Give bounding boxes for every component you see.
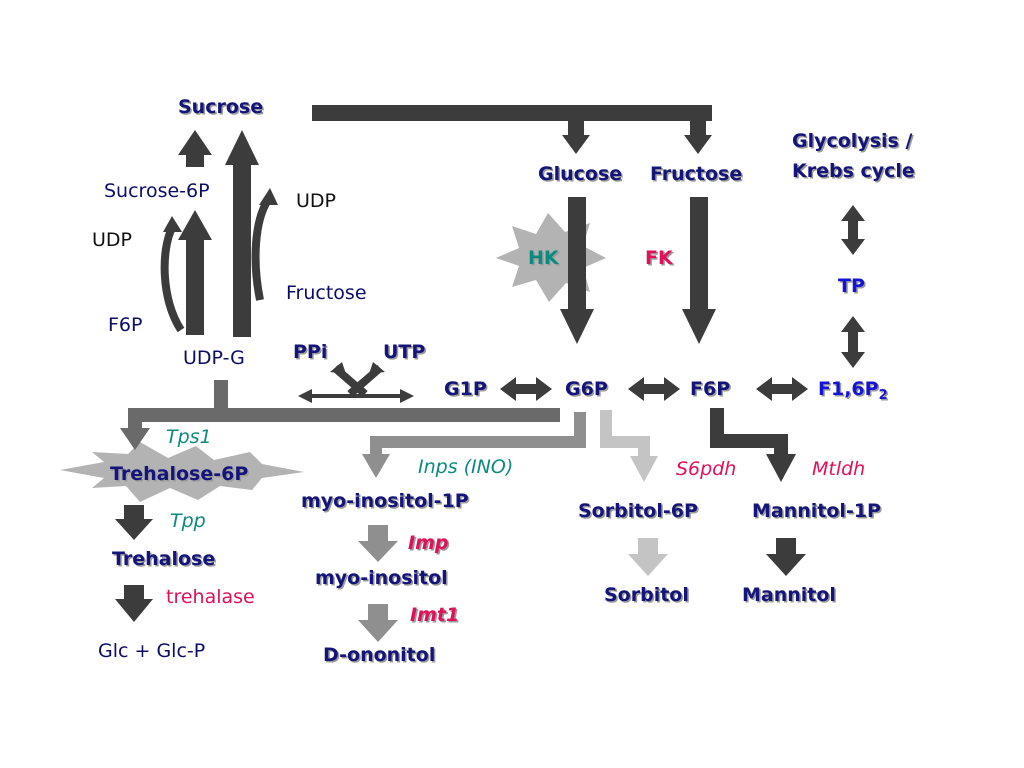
d-ononitol-label: D-ononitol	[323, 644, 436, 666]
g1p-g6p-double-arrow	[500, 377, 552, 401]
tps1-enzyme-label: Tps1	[166, 426, 212, 448]
to-fructose-arrow	[684, 135, 712, 154]
mtldh-enzyme-label: Mtldh	[812, 458, 866, 480]
hk-enzyme-label: HK	[528, 247, 559, 269]
s6pdh-enzyme-label: S6pdh	[676, 458, 737, 480]
sucrose-split-bar	[312, 105, 712, 121]
tp-f16p2-double-arrow	[841, 316, 865, 368]
trehalose-to-glc-arrow	[115, 599, 153, 622]
glucose-label: Glucose	[538, 163, 623, 185]
to-sorbitol6p-arrow	[630, 456, 658, 482]
inps-enzyme-label: Inps (INO)	[418, 456, 514, 478]
f16p2-subscript: 2	[878, 388, 888, 403]
sucrose-label: Sucrose	[178, 96, 264, 118]
f6p-side-label: F6P	[108, 314, 143, 336]
ppi-label: PPi	[293, 341, 328, 363]
tps1-starburst	[60, 442, 304, 502]
myo-inositol-1p-label: myo-inositol-1P	[301, 490, 469, 512]
fk-enzyme-label: FK	[645, 247, 673, 269]
f6p-f16p2-double-arrow	[756, 377, 808, 401]
g6p-f6p-double-arrow	[628, 377, 680, 401]
fructose-side-label: Fructose	[286, 282, 367, 304]
fructose-to-f6p-arrow	[682, 309, 716, 344]
udp-f6p-curve	[160, 226, 185, 333]
trehalase-enzyme-label: trehalase	[166, 586, 255, 608]
trehalose-label: Trehalose	[112, 548, 216, 570]
sucrose-6p-label: Sucrose-6P	[104, 180, 210, 202]
sucrose6p-to-sucrose-arrow	[178, 130, 212, 155]
tp-label: TP	[838, 275, 865, 297]
to-trehalose6p-arrow	[120, 428, 150, 450]
mannitol-1p-label: Mannitol-1P	[752, 500, 881, 522]
mannitol-label: Mannitol	[742, 584, 836, 606]
f16p2-base: F1,6P	[818, 378, 879, 400]
g1p-label: G1P	[444, 378, 487, 400]
to-myo-inositol-1p-arrow	[362, 454, 390, 478]
sorbitol-label: Sorbitol	[604, 584, 689, 606]
glucose-to-g6p-arrow	[560, 309, 594, 344]
sorbitol-6p-label: Sorbitol-6P	[578, 500, 698, 522]
udpg-to-sucrose-arrow	[225, 130, 259, 165]
udp-left-label: UDP	[92, 229, 132, 251]
udp-fructose-curve	[251, 197, 272, 301]
udp-right-label: UDP	[296, 190, 336, 212]
trehalose-6p-label: Trehalose-6P	[110, 463, 249, 485]
to-mannitol1p-arrow	[766, 454, 796, 482]
f16p2-label: F1,6P2	[818, 378, 888, 407]
f6p-label: F6P	[690, 378, 731, 400]
fructose-label: Fructose	[650, 163, 743, 185]
to-glucose-arrow	[562, 135, 590, 154]
krebs-label: Krebs cycle	[792, 160, 915, 182]
g6p-to-trehalose-bar	[128, 408, 560, 422]
mi-to-ononitol-arrow	[358, 620, 398, 642]
s6p-to-sorbitol-arrow	[628, 554, 668, 576]
g6p-label: G6P	[565, 378, 608, 400]
myo-inositol-label: myo-inositol	[315, 567, 448, 589]
t6p-to-trehalose-arrow	[115, 519, 153, 540]
imt1-enzyme-label: Imt1	[410, 604, 460, 626]
glc-glcp-label: Glc + Glc-P	[98, 640, 206, 662]
utp-label: UTP	[383, 341, 426, 363]
mi1p-to-mi-arrow	[358, 541, 398, 562]
glycolysis-label: Glycolysis /	[792, 130, 913, 152]
udpg-to-sucrose6p-arrow	[178, 210, 212, 240]
tpp-enzyme-label: Tpp	[170, 510, 206, 532]
m1p-to-mannitol-arrow	[766, 554, 806, 576]
glycolysis-tp-double-arrow	[841, 205, 865, 255]
imp-enzyme-label: Imp	[408, 532, 449, 554]
udp-g-label: UDP-G	[183, 347, 245, 369]
